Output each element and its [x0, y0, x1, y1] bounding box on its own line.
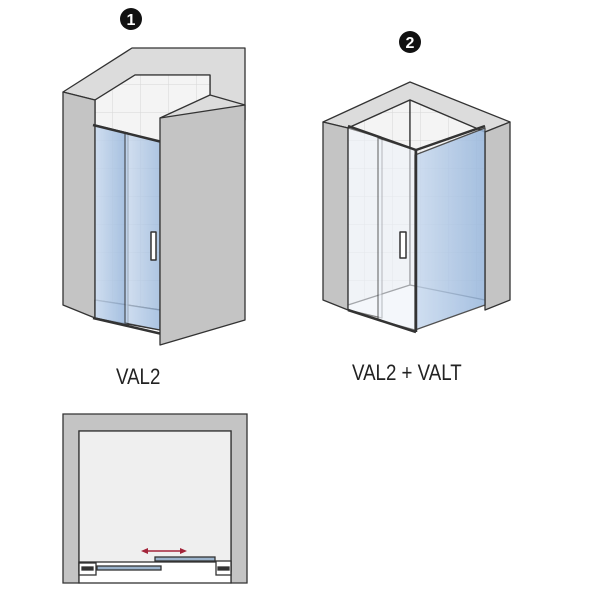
- glass-front-fixed: [347, 127, 383, 319]
- floor-plan-val2: [62, 413, 248, 584]
- plan-interior: [78, 430, 232, 572]
- door-handle: [399, 231, 407, 259]
- fixed-panel: [96, 565, 162, 571]
- glass-door-sliding: [377, 137, 416, 331]
- figure2-label: VAL2 + VALT: [352, 360, 462, 385]
- glass-side-panel: [414, 127, 486, 331]
- shower-val2-illustration: [62, 47, 246, 346]
- figure1-label: VAL2: [116, 364, 161, 389]
- marker-1: 1: [120, 8, 142, 30]
- shower-val2-valt-illustration: [322, 81, 511, 334]
- door-handle: [150, 231, 157, 261]
- sliding-panel: [154, 556, 216, 562]
- right-wall-front: [159, 104, 246, 346]
- left-wall: [322, 121, 349, 311]
- left-wall: [62, 91, 96, 319]
- marker-2-text: 2: [406, 35, 415, 52]
- right-wall: [484, 121, 511, 311]
- glass-door-fixed: [94, 124, 129, 326]
- slide-direction-arrow-icon: [141, 548, 187, 554]
- marker-1-text: 1: [127, 12, 136, 29]
- marker-2: 2: [399, 31, 421, 53]
